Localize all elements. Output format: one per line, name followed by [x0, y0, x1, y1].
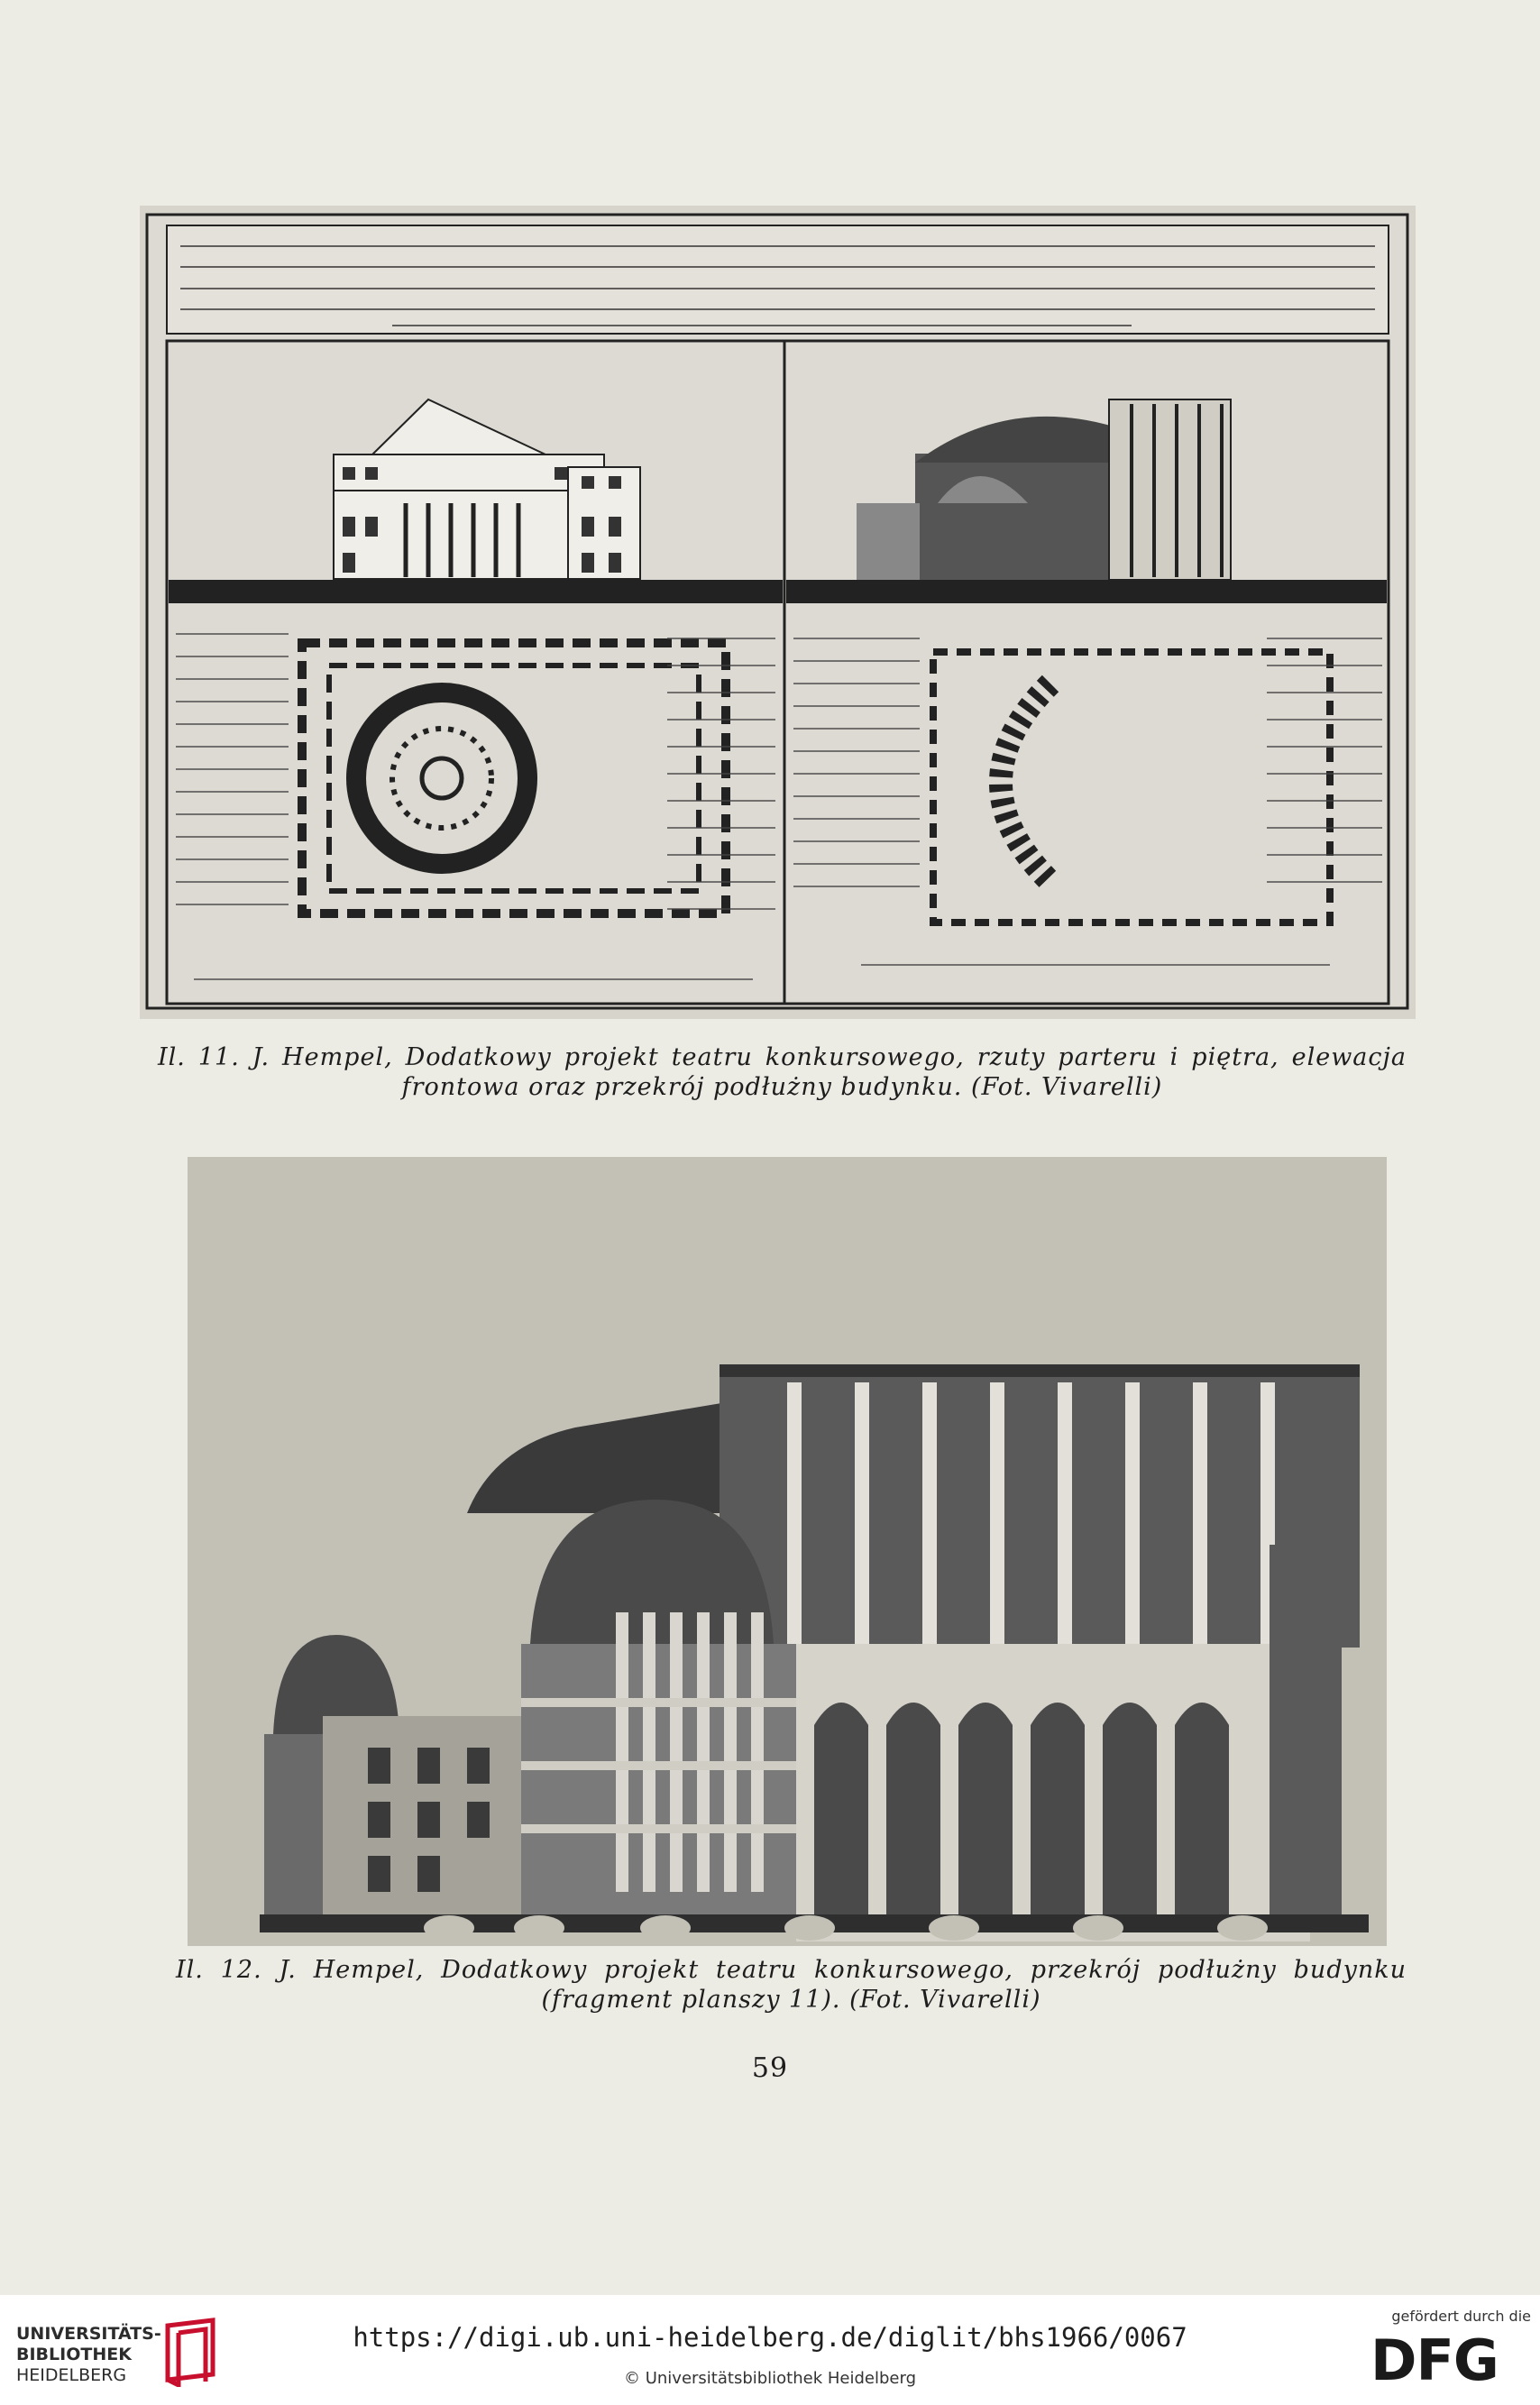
section-drawing-small	[857, 399, 1232, 581]
document-url-link[interactable]: https://digi.ub.uni-heidelberg.de/diglit…	[353, 2322, 1187, 2353]
front-elevation-drawing	[333, 398, 641, 580]
figure-12-caption: Il. 12. J. Hempel, Dodatkowy projekt tea…	[176, 1956, 1407, 2014]
funder-note: gefördert durch die	[1391, 2308, 1531, 2325]
library-name-line-2: BIBLIOTHEK	[16, 2345, 132, 2364]
library-name-line-1: UNIVERSITÄTS-	[16, 2324, 161, 2344]
upper-floor-plan	[930, 648, 1334, 926]
page-number: 59	[751, 2052, 789, 2084]
dfg-funder-logo[interactable]: gefördert durch die DFG	[1360, 2308, 1531, 2398]
architectural-plate-drawing	[140, 206, 1416, 1019]
copyright-notice: © Universitätsbibliothek Heidelberg	[623, 2369, 916, 2388]
document-page: Il. 11. J. Hempel, Dodatkowy projekt tea…	[140, 206, 1416, 2084]
university-library-logo[interactable]: UNIVERSITÄTS- BIBLIOTHEK HEIDELBERG	[16, 2311, 224, 2389]
dfg-logo-text: DFG	[1370, 2327, 1499, 2393]
viewer-footer: UNIVERSITÄTS- BIBLIOTHEK HEIDELBERG http…	[0, 2295, 1540, 2405]
book-stack-icon	[165, 2318, 215, 2387]
figure-11-plate-image	[140, 206, 1416, 1019]
longitudinal-section-drawing	[188, 1157, 1387, 1946]
figure-12-section-image	[188, 1157, 1387, 1946]
library-name-line-3: HEIDELBERG	[16, 2365, 127, 2385]
library-name: UNIVERSITÄTS- BIBLIOTHEK HEIDELBERG	[16, 2324, 161, 2386]
figure-11-caption: Il. 11. J. Hempel, Dodatkowy projekt tea…	[158, 1043, 1407, 1101]
ground-floor-plan	[298, 638, 730, 918]
